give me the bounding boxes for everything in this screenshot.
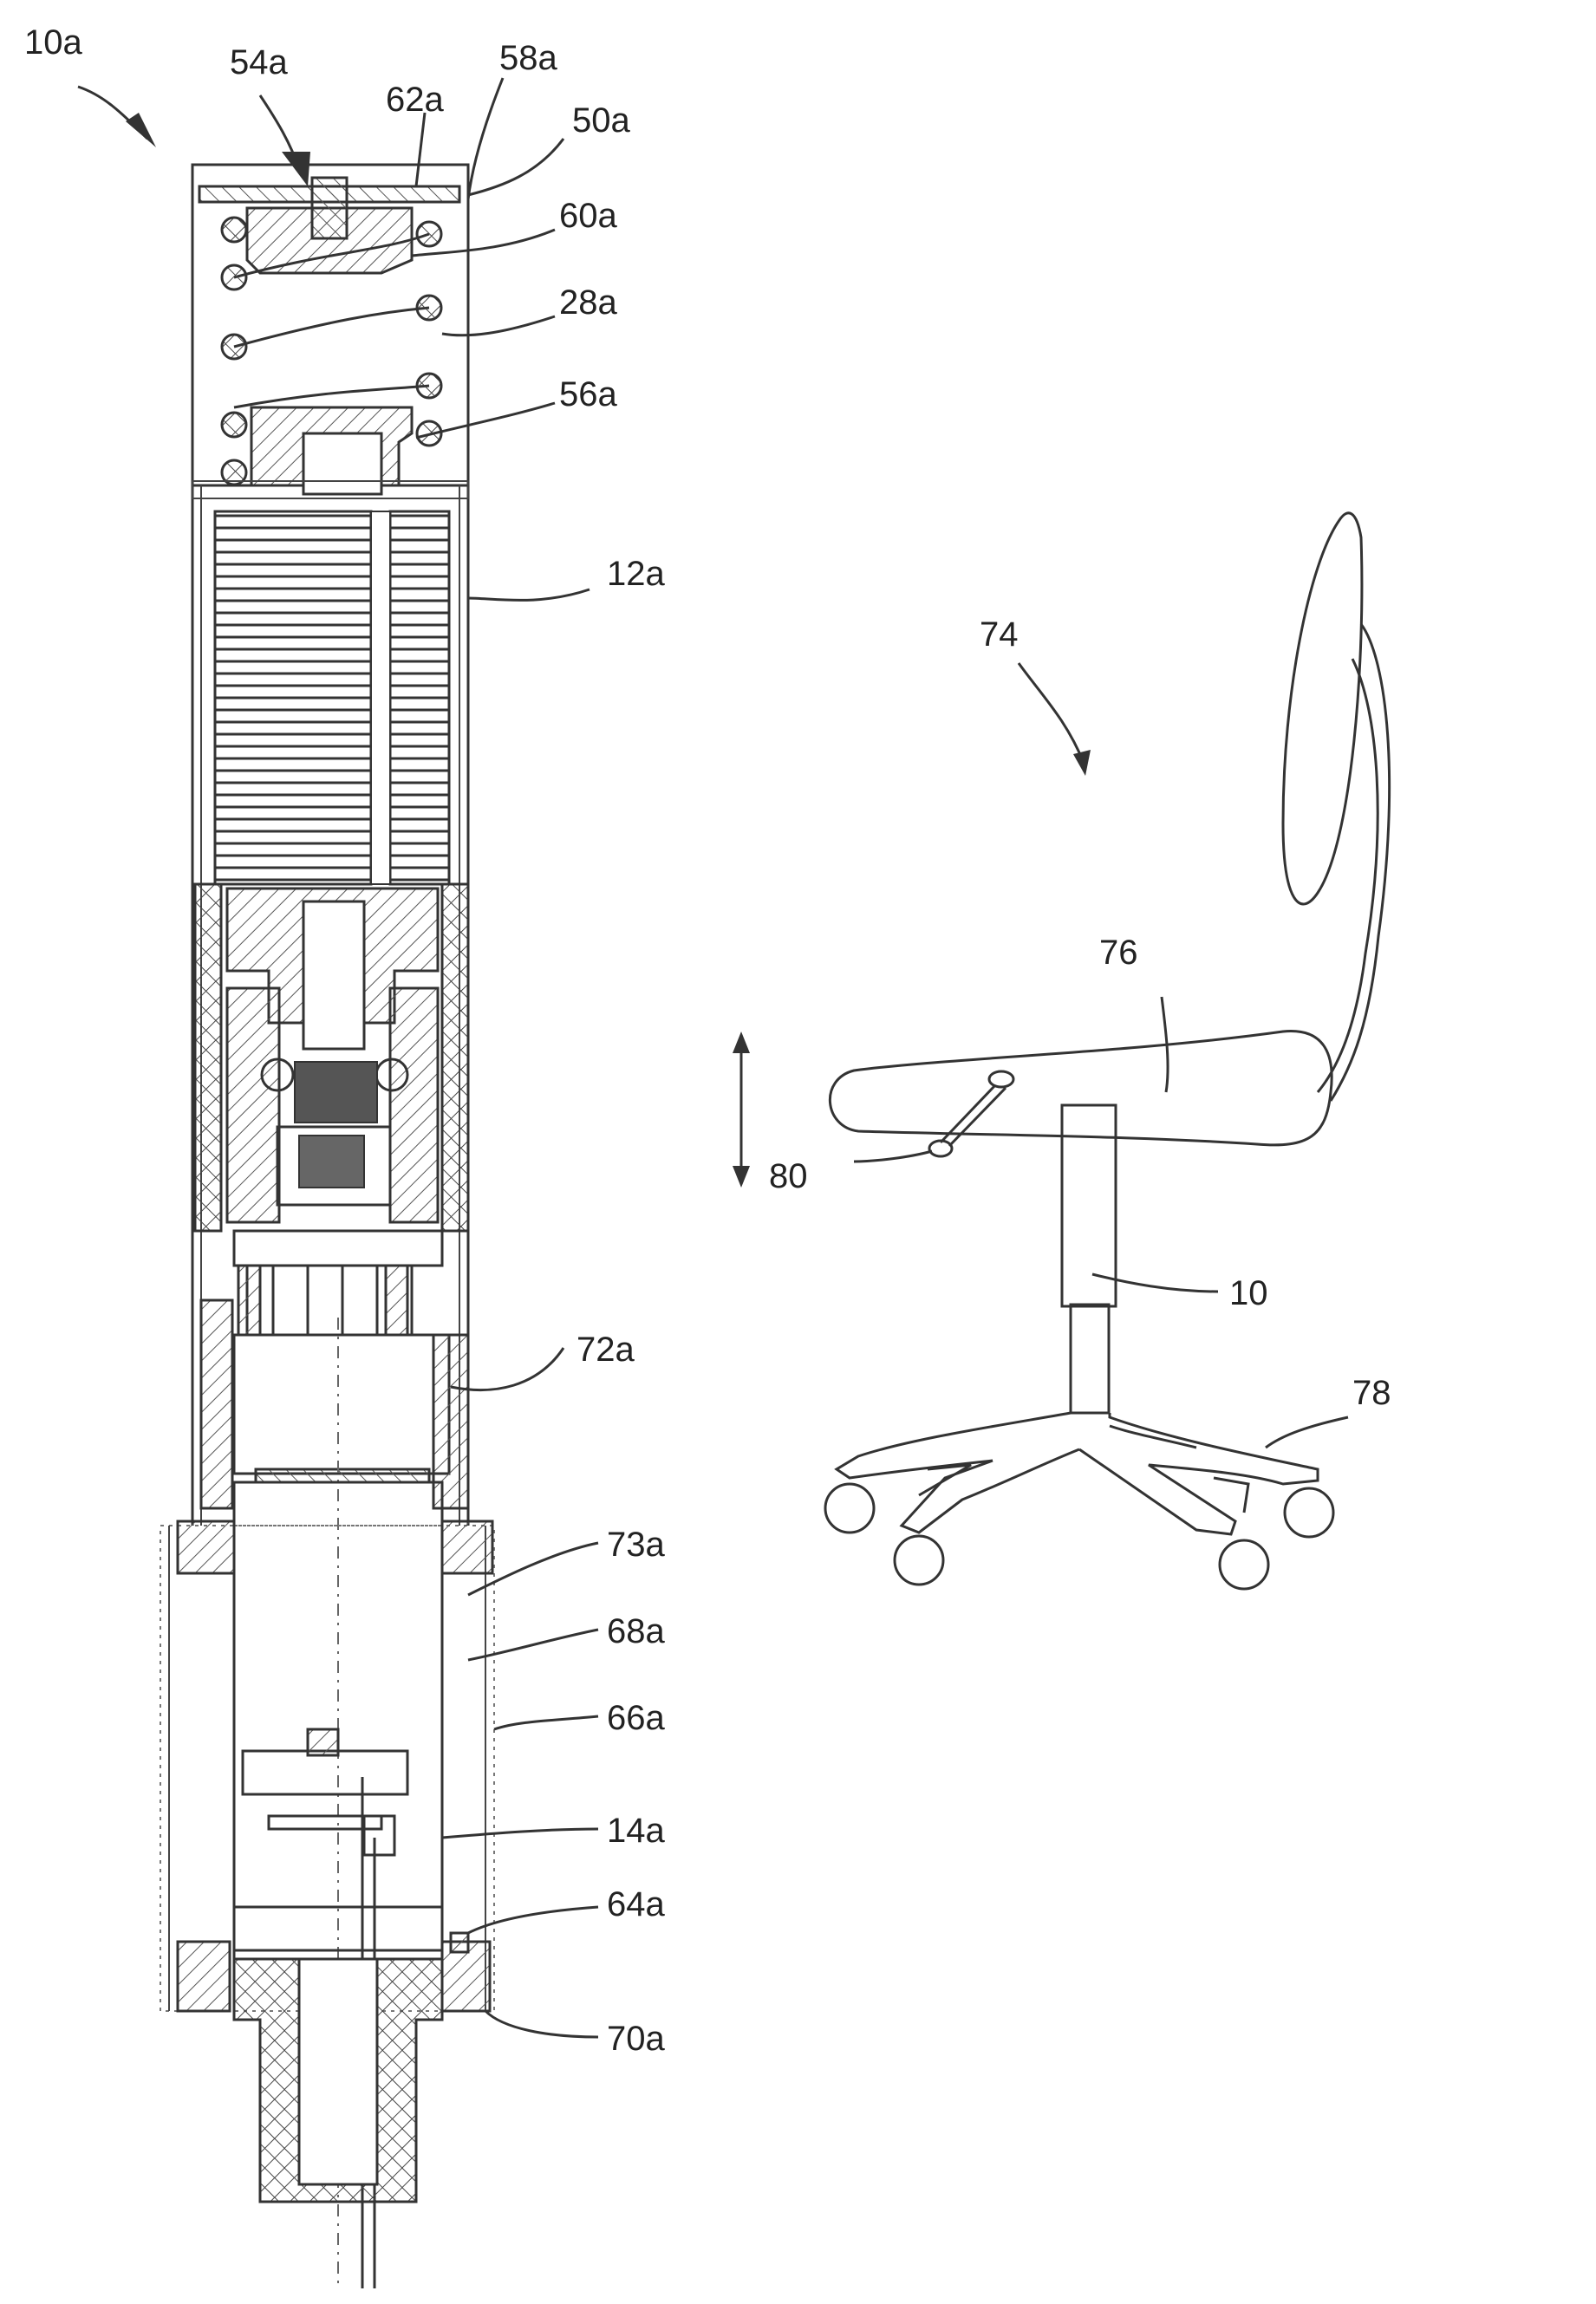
label-74: 74 <box>980 615 1019 654</box>
leader-lines-right <box>854 663 1348 1448</box>
chair-column <box>1062 1105 1116 1413</box>
spindle-nut <box>227 888 438 1222</box>
label-76: 76 <box>1099 934 1138 972</box>
label-50a: 50a <box>572 101 630 140</box>
label-10: 10 <box>1229 1274 1268 1312</box>
actuator-section <box>78 78 598 2288</box>
spindle <box>215 511 449 884</box>
label-56a: 56a <box>559 375 617 413</box>
label-12a: 12a <box>607 555 665 593</box>
outer-guide-tube <box>160 1521 494 2011</box>
label-60a: 60a <box>559 197 617 235</box>
label-80: 80 <box>769 1157 808 1195</box>
label-54a: 54a <box>230 43 288 81</box>
caster-right <box>1285 1488 1333 1537</box>
label-28a: 28a <box>559 283 617 322</box>
pin-54a <box>312 178 347 238</box>
chair <box>733 513 1390 1589</box>
label-78: 78 <box>1352 1374 1391 1412</box>
label-64a: 64a <box>607 1885 665 1923</box>
label-68a: 68a <box>607 1612 665 1650</box>
chair-seat <box>830 1032 1332 1145</box>
sleeve-left <box>195 884 221 1231</box>
sleeve-right <box>442 884 468 1231</box>
label-10a: 10a <box>24 23 82 62</box>
label-62a: 62a <box>386 81 444 119</box>
chair-base <box>825 1413 1333 1589</box>
label-70a: 70a <box>607 2020 665 2058</box>
label-58a: 58a <box>499 39 557 77</box>
label-14a: 14a <box>607 1812 665 1850</box>
chair-lever <box>929 1071 1013 1156</box>
height-adjust-arrow <box>733 1032 750 1188</box>
label-72a: 72a <box>577 1331 635 1369</box>
label-73a: 73a <box>607 1526 665 1564</box>
caster-front-right <box>1220 1540 1268 1589</box>
caster-front-left <box>895 1536 943 1585</box>
label-66a: 66a <box>607 1699 665 1737</box>
caster-left <box>825 1484 874 1533</box>
chair-backrest <box>1283 513 1362 904</box>
